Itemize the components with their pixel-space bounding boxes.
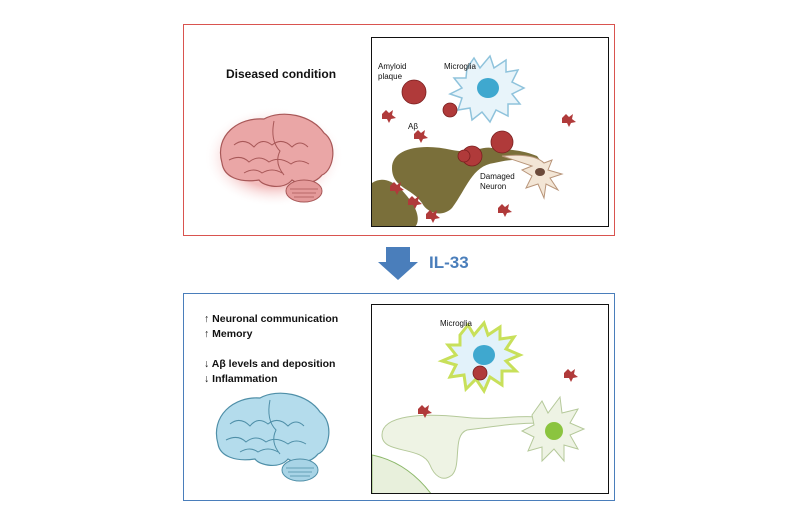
abeta-label: Aβ (408, 122, 418, 131)
neuron-nucleus (535, 168, 545, 176)
effects-down-list: ↓ Aβ levels and deposition ↓ Inflammatio… (204, 357, 335, 387)
amyloid-plaque-label: Amyloid plaque (378, 62, 407, 81)
healthy-scene-graphic (372, 319, 586, 493)
engulfed-plaque (472, 365, 488, 381)
healthy-brain-icon (215, 392, 330, 482)
diseased-condition-title: Diseased condition (226, 67, 337, 81)
effect-abeta-levels: ↓ Aβ levels and deposition (204, 358, 336, 370)
effect-memory: ↑ Memory (204, 328, 253, 340)
effects-up-list: ↑ Neuronal communication ↑ Memory (204, 312, 338, 342)
abeta-fragments (382, 110, 576, 223)
amyloid-plaques (401, 79, 514, 167)
neuron-body (501, 154, 564, 200)
effect-neuronal-communication: ↑ Neuronal communication (204, 313, 339, 325)
diseased-condition-panel: Diseased condition (183, 24, 615, 236)
remaining-abeta-fragments (418, 369, 578, 418)
effect-inflammation: ↓ Inflammation (204, 373, 278, 385)
il33-treated-panel: ↑ Neuronal communication ↑ Memory ↓ Aβ l… (183, 293, 615, 501)
activated-microglia-nucleus (473, 345, 495, 365)
diseased-brain-icon (204, 107, 344, 207)
microglia-label: Microglia (444, 62, 477, 71)
il33-label: IL-33 (429, 253, 469, 272)
damaged-neuron-axon (392, 147, 540, 214)
healthy-neuron-inset: Microglia (371, 304, 609, 494)
microglia-label-bottom: Microglia (440, 319, 473, 328)
healthy-neuron-nucleus (545, 422, 563, 440)
healthy-neuron-axon (381, 414, 541, 479)
diseased-scene-graphic (372, 54, 576, 226)
healthy-neuron-body (372, 454, 432, 493)
microglia-nucleus (477, 78, 499, 98)
damaged-neuron-body (372, 179, 418, 226)
diseased-neuron-inset: Amyloid plaque Microglia Aβ Damaged Neur… (371, 37, 609, 227)
damaged-neuron-label: Damaged Neuron (480, 172, 515, 191)
